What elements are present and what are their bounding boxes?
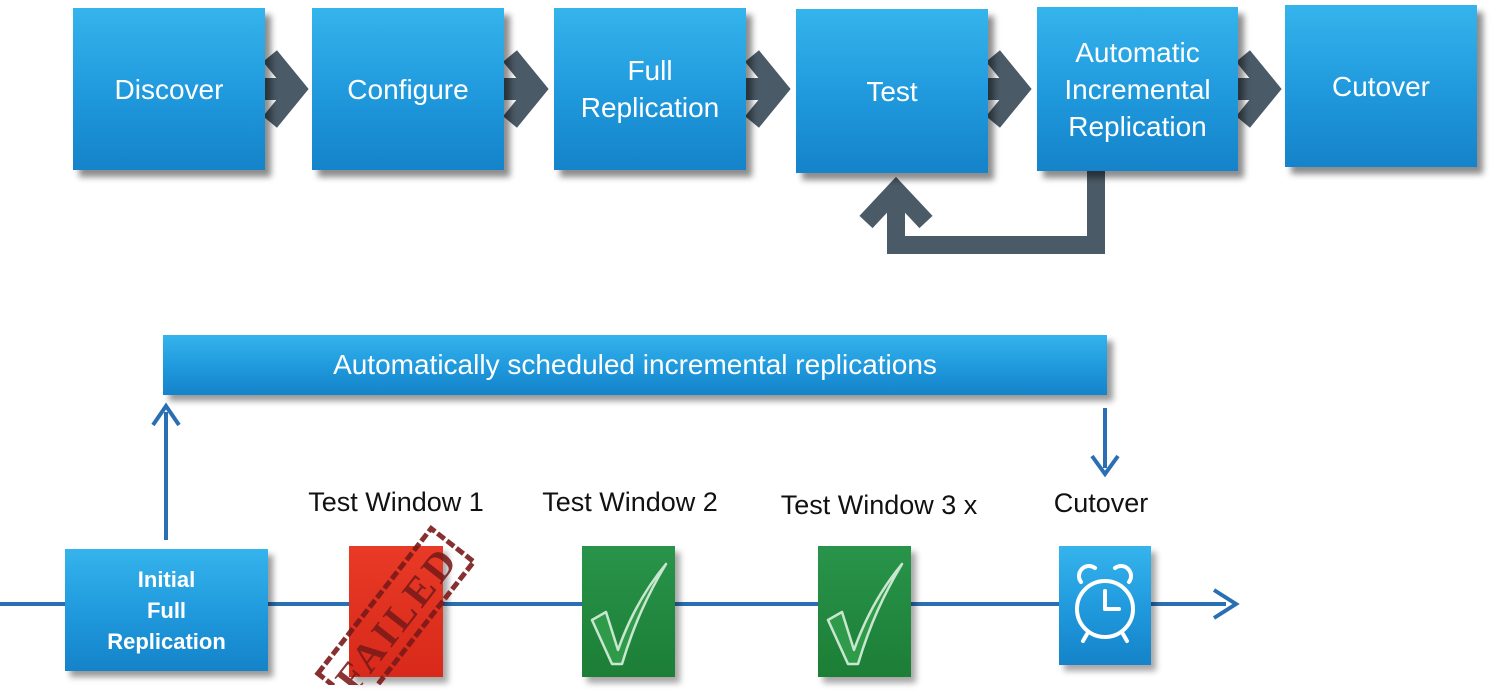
step-full-replication-label: Full Replication [580,55,720,123]
checkmark-icon [826,562,904,666]
step-automatic-incremental-replication-label: Automatic Incremental Replication [1064,36,1211,142]
test-window-1-label: Test Window 1 [308,487,484,517]
failed-stamp: FAILED [314,525,478,685]
up-arrowhead [151,402,181,427]
step-full-replication: Full Replication [554,8,746,170]
checkmark-icon [590,562,668,666]
chevron-arrow-full-test [745,50,791,128]
test-window-3-passed-box [818,546,911,677]
timeline-arrowhead [1212,588,1240,620]
incremental-replications-banner: Automatically scheduled incremental repl… [163,335,1107,395]
chevron-arrow-test-incremental [986,50,1032,128]
step-automatic-incremental-replication: Automatic Incremental Replication [1037,7,1238,171]
step-cutover-label: Cutover [1331,70,1431,102]
step-configure-label: Configure [347,73,469,105]
step-test-label: Test [866,75,918,107]
loop-back-arrowhead [859,176,933,229]
test-window-2-label: Test Window 2 [542,487,718,517]
test-window-3-label: Test Window 3 x [780,490,978,520]
step-discover-label: Discover [114,73,224,105]
down-arrowhead [1090,454,1120,478]
step-cutover: Cutover [1285,5,1477,167]
cutover-window-box [1059,546,1151,665]
cutover-window-label: Cutover [1053,488,1149,518]
step-configure: Configure [312,8,504,170]
step-discover: Discover [73,8,265,170]
failed-stamp-border [314,525,478,685]
loop-back-arrow [887,170,1105,254]
step-test: Test [796,9,988,173]
alarm-clock-icon [1075,564,1135,643]
chevron-arrow-incremental-cutover [1236,50,1282,128]
initial-full-replication-box: Initial Full Replication [65,549,268,671]
initial-full-replication-label: Initial Full Replication [107,566,226,654]
test-window-2-passed-box [582,546,675,677]
chevron-arrow-configure-full [503,50,549,128]
chevron-arrow-discover-configure [263,50,309,128]
banner-label: Automatically scheduled incremental repl… [333,349,937,380]
